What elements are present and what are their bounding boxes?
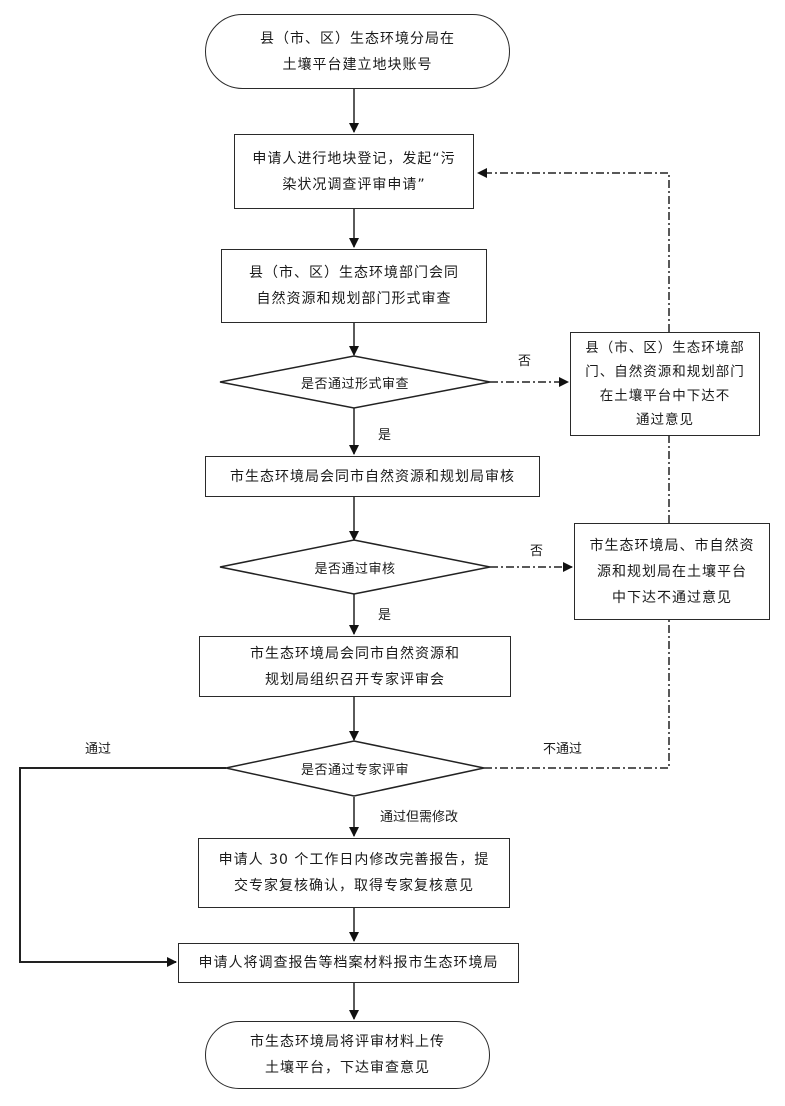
arrow-expert-fail-path <box>484 620 670 769</box>
reject-formal-box: 县（市、区）生态环境部 门、自然资源和规划部门 在土壤平台中下达不 通过意见 <box>570 332 760 436</box>
decision-city-shape <box>219 539 491 595</box>
decision-formal-shape <box>219 355 491 409</box>
label-city-no: 否 <box>530 544 544 559</box>
label-city-yes: 是 <box>378 608 392 623</box>
step-expert-meeting: 市生态环境局会同市自然资源和 规划局组织召开专家评审会 <box>199 636 511 697</box>
label-formal-yes: 是 <box>378 428 392 443</box>
step-formal-review: 县（市、区）生态环境部门会同 自然资源和规划部门形式审查 <box>221 249 487 323</box>
step-city-review: 市生态环境局会同市自然资源和规划局审核 <box>205 456 540 497</box>
start-node: 县（市、区）生态环境分局在 土壤平台建立地块账号 <box>205 14 510 89</box>
decision-formal-text: 是否通过形式审查 <box>300 376 409 392</box>
arrow-return-to-register <box>477 168 670 332</box>
reject-city-box: 市生态环境局、市自然资 源和规划局在土壤平台 中下达不通过意见 <box>574 523 770 620</box>
step-submit: 申请人将调查报告等档案材料报市生态环境局 <box>178 943 519 983</box>
step-register: 申请人进行地块登记，发起“污 染状况调查评审申请” <box>234 134 474 209</box>
label-expert-revise: 通过但需修改 <box>380 810 459 825</box>
end-node: 市生态环境局将评审材料上传 土壤平台，下达审查意见 <box>205 1021 490 1089</box>
label-expert-fail: 不通过 <box>543 742 583 757</box>
decision-city-text: 是否通过审核 <box>314 561 396 577</box>
label-formal-no: 否 <box>518 354 532 369</box>
decision-expert-shape <box>225 740 485 797</box>
label-expert-pass: 通过 <box>85 742 112 757</box>
arrow-expert-pass-path <box>19 767 226 967</box>
step-revise: 申请人 30 个工作日内修改完善报告，提 交专家复核确认，取得专家复核意见 <box>198 838 510 908</box>
decision-expert-text: 是否通过专家评审 <box>300 762 409 778</box>
